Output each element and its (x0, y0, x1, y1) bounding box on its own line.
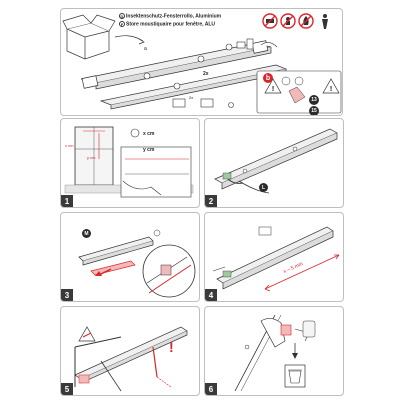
part-a-marker: a (144, 46, 147, 52)
qty-2x-marker: 2x (203, 71, 209, 77)
arrow-icon (114, 35, 144, 42)
callout-l-label: L (261, 184, 266, 191)
ref-15-label: 15 (311, 108, 317, 114)
step-2-drawing (214, 128, 338, 194)
trash-bin-icon (284, 364, 306, 388)
callout-m-label: M (84, 230, 89, 237)
ref-13-badge: 13 (309, 95, 319, 105)
step-number-badge: 3 (61, 289, 73, 301)
parts-overview-drawing: ! ! (62, 14, 342, 114)
step-4-drawing (212, 226, 340, 292)
step-6-drawing (234, 314, 316, 392)
step-4-panel: x – 5 mm 4 (204, 212, 344, 302)
ref-13-label: 13 (311, 97, 317, 103)
warning-icons-row (262, 13, 328, 29)
step-number-badge: 4 (205, 289, 217, 301)
step-1-panel: x cm y cm x cm y cm 1 (60, 118, 200, 208)
step-number-badge: 5 (61, 383, 73, 395)
qty-2x-small-label: 2x (189, 95, 194, 100)
svg-text:!: ! (330, 86, 332, 93)
no-fire-icon (298, 13, 314, 29)
part-a-label: a (144, 46, 147, 52)
person-icon (322, 14, 328, 29)
packaging-box-icon (62, 14, 116, 60)
x-label-large: x cm (143, 131, 155, 137)
x-label-small: x cm (65, 143, 74, 148)
y-label-large: y cm (143, 147, 155, 153)
step-5-panel: ! 5 (60, 306, 200, 396)
step-2-panel: L 2 (204, 118, 344, 208)
lang-de-icon: D (119, 13, 125, 19)
step-number-badge: 1 (61, 195, 73, 207)
title-fr-text: Store moustiquaire pour fenêtre, ALU (126, 21, 215, 28)
callout-l-badge: L (259, 183, 268, 192)
step-1-drawing (64, 126, 194, 198)
y-label-small: y cm (87, 155, 96, 160)
small-parts-group (172, 38, 278, 108)
step-3-panel: M 3 (60, 212, 200, 302)
step-3-drawing (78, 229, 196, 298)
warning-exclamation: ! (169, 339, 174, 355)
warning-detail-box: ! ! (256, 70, 342, 114)
roller-profile-a (80, 40, 272, 90)
no-saw-icon (262, 13, 278, 29)
part-b-label: b (265, 74, 271, 82)
qty-2x-label: 2x (203, 71, 209, 77)
title-de-text: Insektenschutz-Fensterrollo, Aluminium (126, 13, 222, 20)
step-number-badge: 6 (205, 383, 217, 395)
bar-profile-b (99, 64, 288, 110)
step-6-panel: 6 (204, 306, 344, 396)
step-5-drawing (74, 326, 188, 392)
callout-m-badge: M (82, 229, 91, 238)
svg-text:!: ! (272, 86, 274, 93)
part-b-badge: b (263, 73, 273, 83)
no-child-icon (280, 13, 296, 29)
qty-2x-small-marker: 2x (189, 95, 193, 100)
step-number-badge: 2 (205, 195, 217, 207)
ref-15-badge: 15 (309, 106, 319, 115)
lang-fr-icon: F (119, 21, 125, 27)
